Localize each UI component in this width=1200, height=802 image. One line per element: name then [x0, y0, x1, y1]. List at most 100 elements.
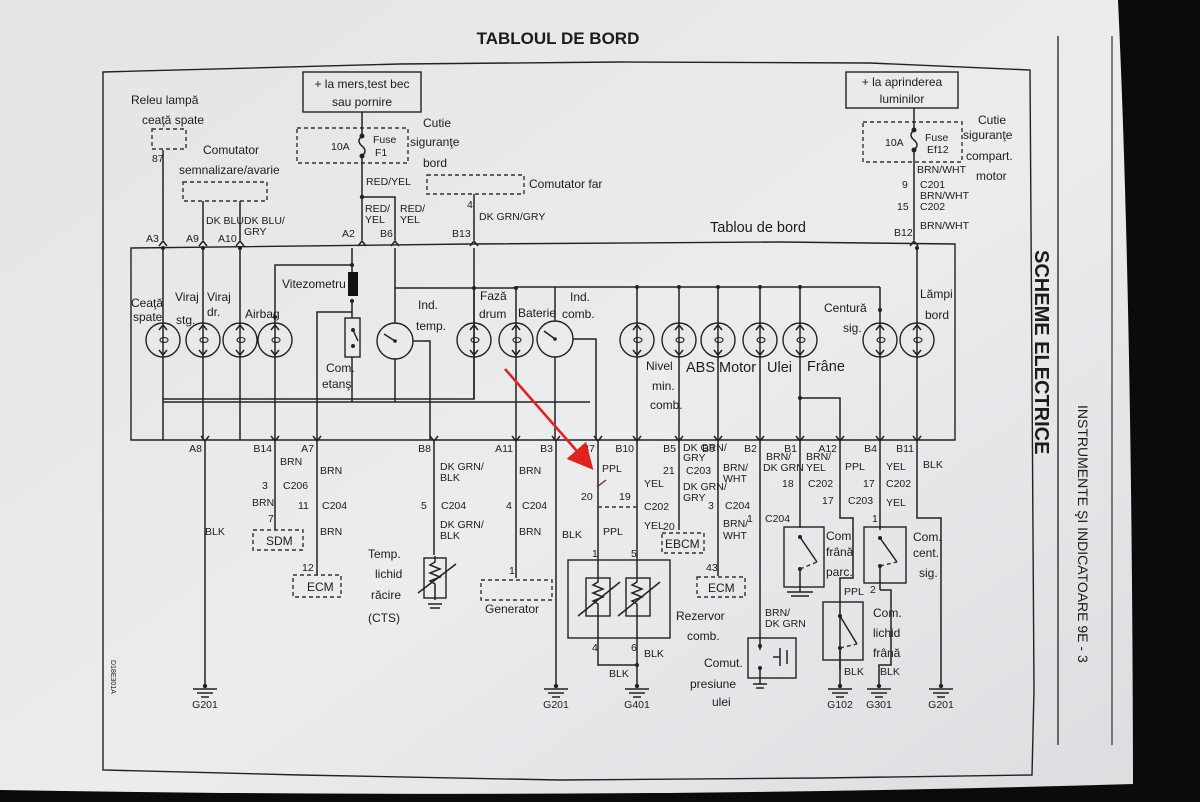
- svg-text:RED/: RED/: [365, 203, 390, 215]
- svg-text:BRN/WHT: BRN/WHT: [917, 164, 967, 176]
- ebcm-module: EBCM: [661, 532, 705, 554]
- svg-text:3: 3: [262, 480, 268, 492]
- svg-text:semnalizare/avarie: semnalizare/avarie: [179, 163, 280, 177]
- ground-g201: G201: [192, 683, 218, 711]
- headlamp-switch: Comutator far 4 DK GRN/GRY: [426, 174, 602, 240]
- svg-text:DK GRN/: DK GRN/: [683, 442, 727, 454]
- lamp-turn-right: [222, 246, 258, 440]
- svg-text:bord: bord: [925, 308, 949, 322]
- pin-A11: A11: [495, 443, 513, 455]
- pin-B13: B13: [452, 228, 471, 240]
- svg-text:GRY: GRY: [244, 226, 267, 238]
- svg-text:1: 1: [592, 548, 598, 560]
- svg-text:BRN/WHT: BRN/WHT: [920, 190, 970, 202]
- svg-text:F1: F1: [375, 147, 387, 159]
- ground-g102: G102: [827, 683, 853, 711]
- svg-text:4: 4: [506, 500, 512, 512]
- svg-text:Generator: Generator: [485, 602, 539, 616]
- brake-fluid-switch: BLK Com. lichid frână: [822, 601, 902, 686]
- svg-text:Comut.: Comut.: [704, 656, 743, 670]
- svg-text:Fuse: Fuse: [373, 134, 397, 146]
- svg-text:BRN/: BRN/: [766, 451, 791, 463]
- lamp-label-battery: Baterie: [518, 306, 556, 320]
- lamp-label-fog: Ceaţă: [131, 296, 163, 310]
- svg-text:Ef12: Ef12: [927, 144, 949, 156]
- pin-B3: B3: [540, 443, 553, 455]
- temp-gauge: Ind. temp.: [376, 248, 446, 440]
- svg-text:C202: C202: [808, 478, 833, 490]
- lamp-low-fuel: [619, 285, 655, 440]
- pin-B7: B7: [582, 443, 595, 455]
- turn-hazard-switch: Comutator semnalizare/avarie DK BLU DK B…: [179, 143, 285, 240]
- svg-text:sig.: sig.: [843, 321, 862, 335]
- ecm-module-b9: ECM: [696, 576, 746, 598]
- svg-text:compart.: compart.: [966, 149, 1013, 163]
- svg-text:12: 12: [302, 562, 314, 574]
- svg-text:87: 87: [152, 153, 164, 165]
- svg-text:PPL: PPL: [845, 461, 865, 473]
- svg-text:PPL: PPL: [602, 463, 622, 475]
- wire-label: RED/YEL: [366, 176, 411, 188]
- lamp-label-engine: Motor: [719, 360, 756, 376]
- filament-icon: [876, 336, 886, 344]
- lamp-turn-left: [185, 246, 221, 440]
- svg-text:5: 5: [421, 500, 427, 512]
- connector-terminal-icon: [158, 239, 168, 247]
- lamp-label-airbag: Airbag: [245, 307, 280, 321]
- svg-text:parc.: parc.: [826, 565, 853, 579]
- figure-code: D18E301A: [109, 660, 116, 694]
- filament-icon: [796, 336, 806, 344]
- svg-text:DK BLU: DK BLU: [206, 215, 244, 227]
- pen-mark: [596, 479, 607, 488]
- svg-text:YEL: YEL: [365, 214, 385, 226]
- pin-A12: A12: [818, 443, 837, 455]
- lamp-oil: [742, 285, 778, 440]
- speedometer: Vitezometru: [282, 248, 358, 303]
- svg-text:YEL: YEL: [400, 214, 420, 226]
- side-subtitle: INSTRUMENTE ŞI INDICATOARE 9E - 3: [1075, 405, 1091, 663]
- svg-text:(CTS): (CTS): [368, 611, 400, 625]
- fuse-f1: 10A Fuse F1 Cutie siguranţe bord: [296, 112, 460, 170]
- svg-text:comb.: comb.: [562, 307, 595, 321]
- ground-g401: G401: [624, 683, 650, 711]
- svg-text:BLK: BLK: [609, 668, 629, 680]
- svg-text:SDM: SDM: [266, 534, 293, 548]
- ground-label: G201: [928, 699, 954, 711]
- pin-A7: A7: [301, 443, 314, 455]
- svg-text:Com.: Com.: [326, 361, 355, 375]
- paper-sheet: [0, 0, 1133, 794]
- conn-c202: C202: [920, 201, 945, 213]
- pin-A3: A3: [146, 233, 159, 245]
- svg-text:WHT: WHT: [723, 530, 747, 542]
- svg-text:Ind.: Ind.: [418, 298, 438, 312]
- ground-g201: G201: [928, 683, 954, 711]
- connector-terminal-icon: [357, 239, 367, 247]
- svg-text:siguranţe: siguranţe: [410, 135, 460, 149]
- svg-text:+ la mers,test bec: + la mers,test bec: [314, 77, 409, 91]
- svg-text:DK GRN/: DK GRN/: [440, 519, 484, 531]
- svg-text:ulei: ulei: [712, 695, 731, 709]
- svg-text:YEL: YEL: [886, 497, 906, 509]
- ground-g201: G201: [543, 683, 569, 711]
- pin-B9: B9: [702, 443, 715, 455]
- svg-text:Rezervor: Rezervor: [676, 609, 725, 623]
- pin-B14: B14: [253, 443, 272, 455]
- svg-text:PPL: PPL: [603, 526, 623, 538]
- svg-text:Releu lampă: Releu lampă: [131, 93, 199, 107]
- svg-text:BRN: BRN: [519, 526, 541, 538]
- svg-text:C204: C204: [322, 500, 347, 512]
- warning-lamps: [145, 246, 935, 440]
- svg-text:10A: 10A: [885, 137, 904, 149]
- ground-label: G301: [866, 699, 892, 711]
- lamp-seatbelt: [862, 308, 898, 440]
- filament-icon: [271, 336, 281, 344]
- svg-text:spate: spate: [133, 310, 163, 324]
- conn-c206: C206: [283, 480, 308, 492]
- svg-text:Temp.: Temp.: [368, 547, 401, 561]
- annotation-red-arrow: [504, 368, 594, 470]
- svg-text:C204: C204: [441, 500, 466, 512]
- pin-B2: B2: [744, 443, 757, 455]
